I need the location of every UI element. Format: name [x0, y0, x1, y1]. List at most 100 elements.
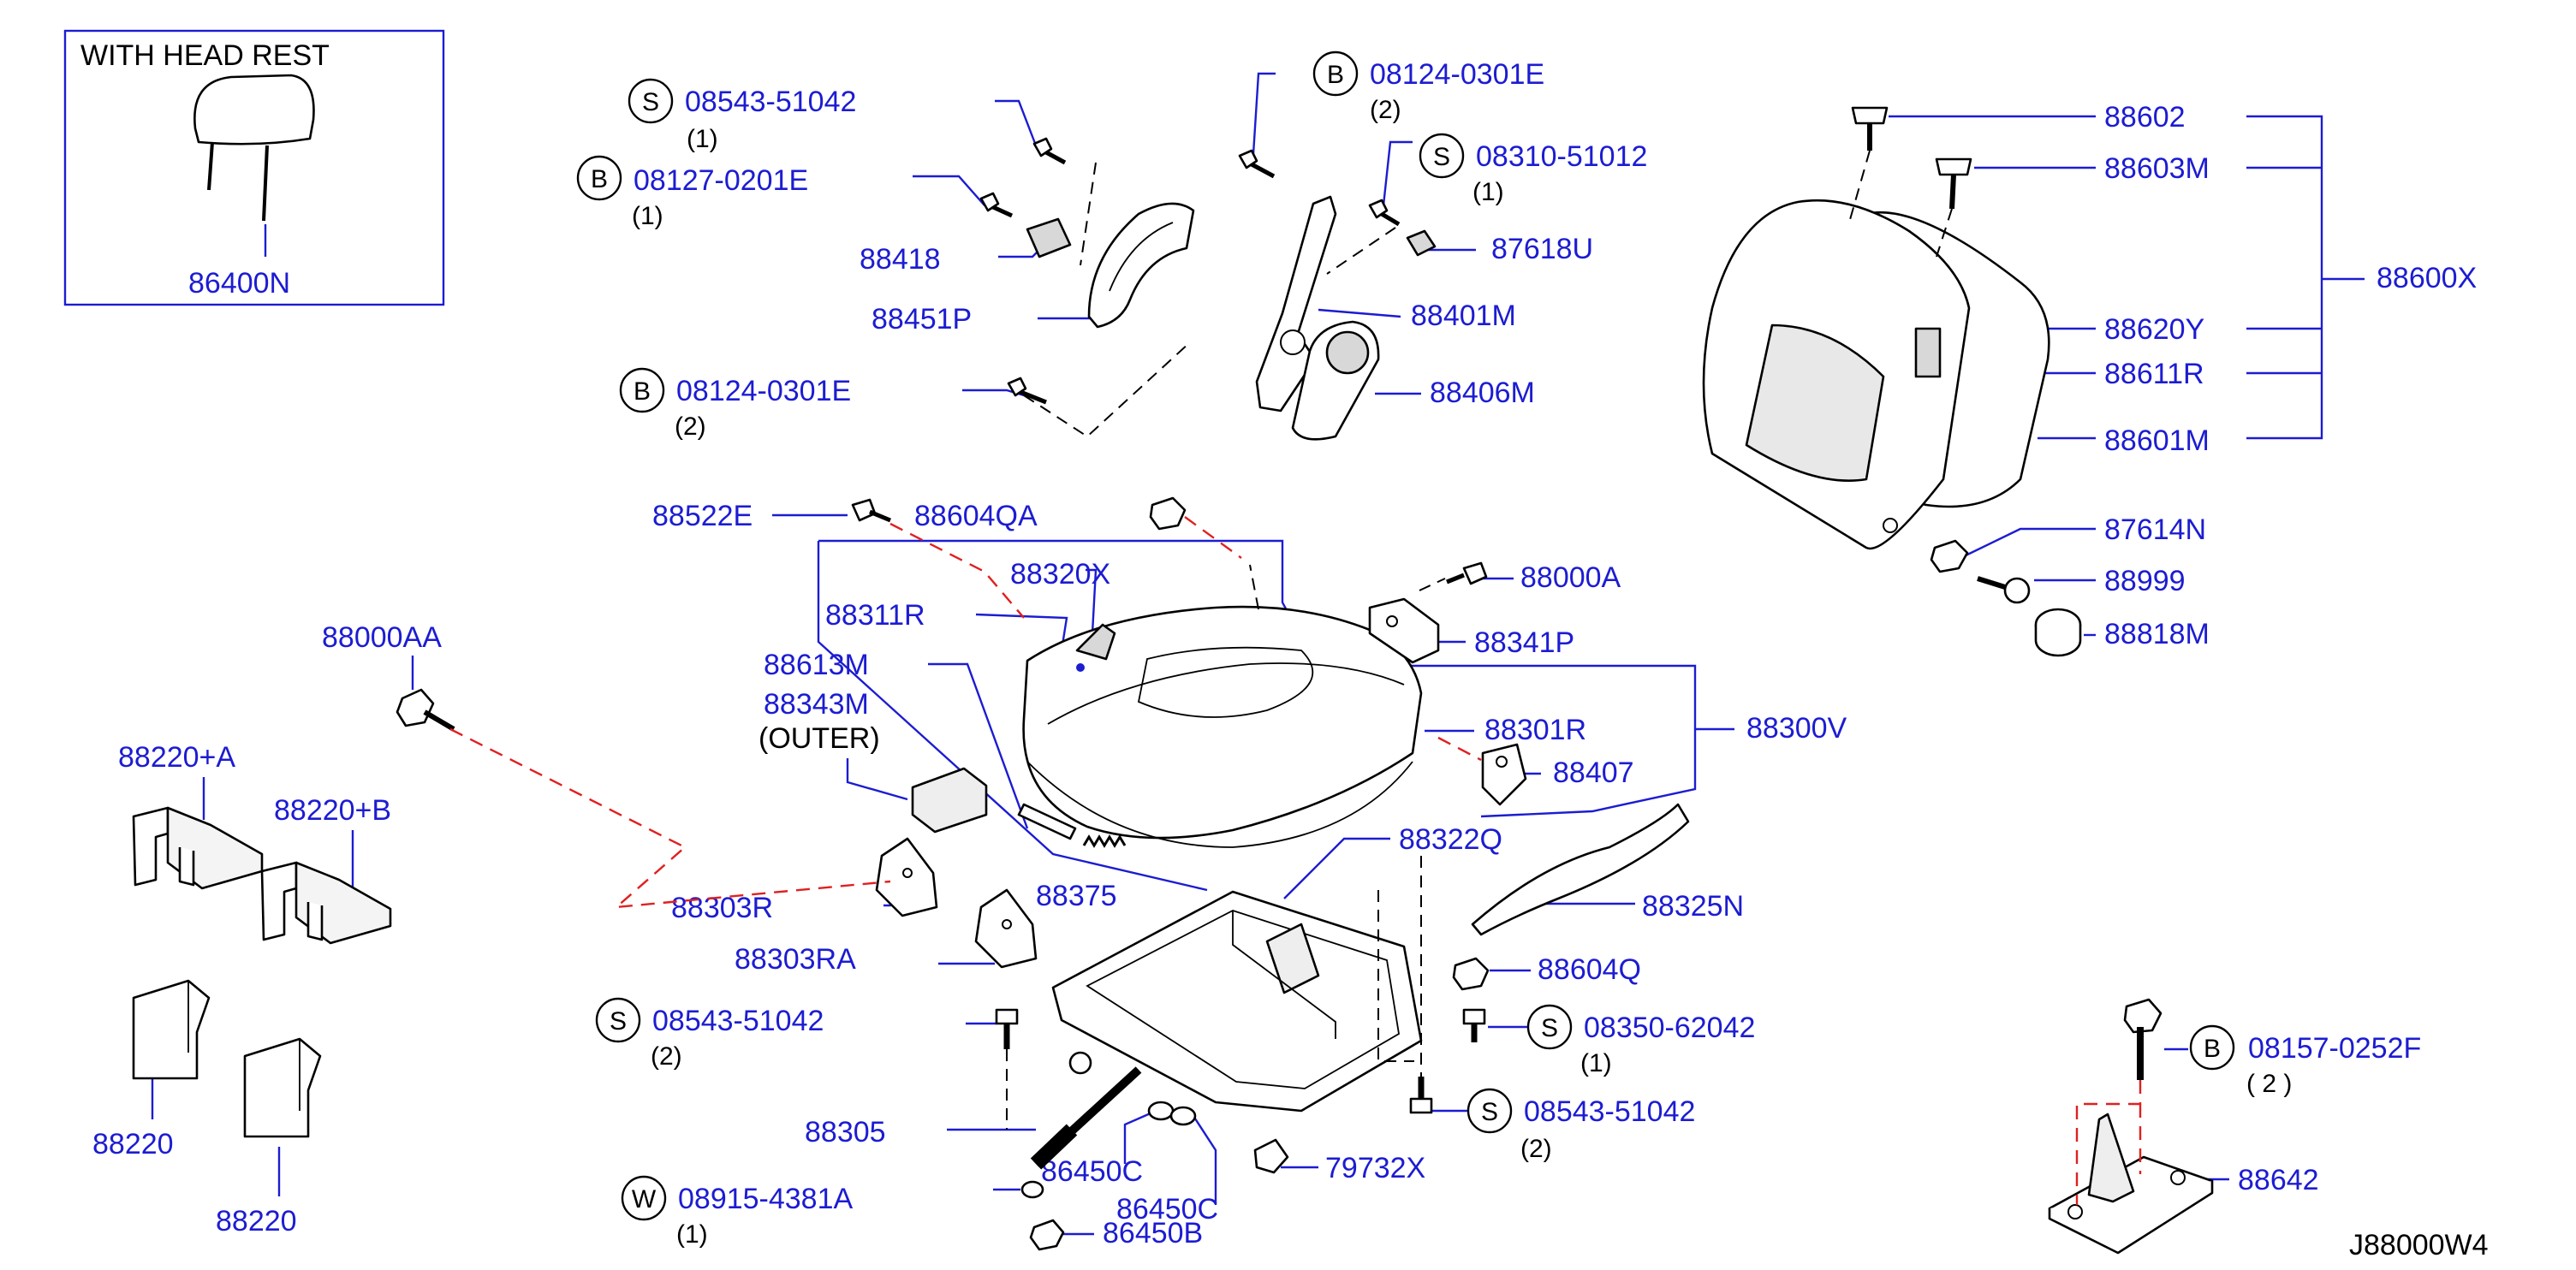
part-88220-left: 88220: [92, 1128, 174, 1160]
part-88418: 88418: [860, 243, 941, 276]
part-88999: 88999: [2104, 565, 2186, 597]
bracket-88220b-icon: [260, 861, 392, 945]
svg-text:( 2 ): ( 2 ): [2246, 1070, 2292, 1098]
side-brackets-group: 88220+A 88220+B 88220 88220: [92, 741, 392, 1237]
part-86450b: 86450B: [1103, 1217, 1203, 1249]
svg-text:(2): (2): [675, 412, 706, 441]
svg-text:S: S: [1541, 1014, 1558, 1042]
part-88611r: 88611R: [2104, 358, 2204, 390]
callout-s1: [628, 78, 674, 124]
part-08915-4381a: 08915-4381A: [678, 1183, 854, 1215]
part-88401m: 88401M: [1411, 300, 1516, 332]
part-88604qa: 88604QA: [914, 500, 1038, 532]
svg-text:S: S: [1433, 143, 1450, 171]
part-88000aa: 88000AA: [322, 621, 442, 654]
recliner-88401m-icon: [1255, 195, 1337, 412]
svg-text:(1): (1): [632, 202, 663, 230]
part-88322q: 88322Q: [1399, 823, 1502, 856]
svg-text:(2): (2): [1520, 1135, 1552, 1163]
part-08127-0201e: 08127-0201E: [634, 164, 808, 197]
cap-88818m-icon: [2034, 608, 2082, 657]
part-88303r: 88303R: [671, 892, 773, 924]
part-08543-51042-bot: 08543-51042: [1524, 1095, 1695, 1128]
bolt-88602-icon: [1851, 106, 1889, 151]
bolt-icon: [979, 192, 1014, 218]
bolt-88999-icon: [1977, 576, 2031, 604]
bolt-icon: [1368, 199, 1401, 227]
part-88406m: 88406M: [1430, 377, 1535, 409]
part-88522e: 88522E: [652, 500, 753, 532]
part-88818m: 88818M: [2104, 618, 2210, 650]
spring-88375-icon: [1082, 834, 1127, 848]
part-88604q: 88604Q: [1538, 953, 1641, 986]
cap-87618u-icon: [1406, 229, 1437, 257]
part-88305: 88305: [805, 1116, 886, 1148]
part-88602: 88602: [2104, 101, 2186, 134]
latch-base-group: B 08157-0252F ( 2 ) 88642 J88000W4: [2048, 998, 2489, 1261]
part-88220b: 88220+B: [274, 794, 391, 827]
gas-strut-88305-icon: [1030, 1051, 1142, 1170]
part-88620y: 88620Y: [2104, 313, 2204, 346]
svg-text:(2): (2): [651, 1042, 682, 1071]
bracket-88303ra-icon: [974, 888, 1038, 969]
rod-icon: [1017, 803, 1077, 840]
part-88642: 88642: [2238, 1164, 2319, 1196]
part-88451p: 88451P: [872, 303, 972, 335]
bolt-icon: [1032, 137, 1067, 165]
outer-note: (OUTER): [759, 722, 880, 755]
cover-88220-left-icon: [132, 979, 211, 1080]
part-88603m: 88603M: [2104, 152, 2210, 185]
nut-87614n-icon: [1930, 539, 1969, 573]
part-88303ra: 88303RA: [735, 943, 856, 976]
part-87614n: 87614N: [2104, 513, 2206, 546]
part-88325n: 88325N: [1642, 890, 1744, 923]
seatback-group: 88602 88603M 88600X 88620Y 88611R 88601M…: [1702, 101, 2477, 657]
cushion-88301r-icon: [1022, 605, 1423, 848]
svg-text:B: B: [1327, 61, 1344, 89]
bolt-08157-icon: [2123, 998, 2163, 1080]
part-88600x: 88600X: [2377, 262, 2477, 294]
cover-88343m-icon: [911, 767, 988, 834]
part-88301r: 88301R: [1484, 714, 1586, 746]
seatback-88601m-icon: [1702, 199, 2050, 550]
part-87618u: 87618U: [1491, 233, 1593, 265]
part-88320x: 88320X: [1010, 558, 1110, 590]
base-88642-icon: [2048, 1113, 2214, 1255]
svg-text:B: B: [591, 165, 608, 193]
diagram-code: J88000W4: [2349, 1229, 2489, 1261]
bolt-icon: [1238, 149, 1276, 179]
washer-w-icon: [1020, 1180, 1044, 1199]
recliner-cover-88406m-icon: [1291, 320, 1380, 441]
seat-base-group: 88322Q 88375 88303R 88325N 88303RA 88604…: [396, 688, 1755, 1251]
bolt-88603m-icon: [1935, 157, 1972, 210]
part-86450c-2: 86450C: [1116, 1193, 1218, 1225]
part-88220a: 88220+A: [118, 741, 235, 774]
svg-text:S: S: [1481, 1098, 1498, 1126]
part-08124-0301e-left: 08124-0301E: [676, 375, 851, 407]
bracket-88341p-icon: [1368, 597, 1440, 664]
recliner-cover-88451p-icon: [1087, 202, 1195, 329]
nut-88604qa-icon: [1149, 496, 1187, 531]
plate-88407-icon: [1481, 743, 1527, 806]
recliner-group: S 08543-51042 (1) B 08127-0201E (1) 8841…: [576, 50, 1647, 441]
svg-text:(2): (2): [1370, 96, 1401, 124]
svg-text:S: S: [610, 1007, 627, 1036]
part-08350-62042: 08350-62042: [1584, 1012, 1755, 1044]
washer-86450c-2-icon: [1169, 1106, 1197, 1126]
bolt-icon: [1462, 1008, 1486, 1042]
part-08157-0252f: 08157-0252F: [2248, 1032, 2421, 1065]
seat-frame-88322q-icon: [1051, 890, 1423, 1113]
bolt-88000a-icon: [1446, 561, 1488, 585]
part-08543-51042-top: 08543-51042: [685, 86, 856, 118]
part-88407: 88407: [1553, 757, 1634, 789]
part-08310-51012: 08310-51012: [1476, 140, 1647, 173]
part-88343m: 88343M: [764, 688, 869, 721]
nut-86450b-icon: [1029, 1219, 1065, 1251]
svg-text:(1): (1): [1580, 1049, 1612, 1077]
callout-s4: [1526, 1004, 1573, 1050]
washer-86450c-1-icon: [1147, 1101, 1175, 1121]
bracket-88303r-icon: [875, 837, 938, 917]
svg-text:W: W: [632, 1185, 657, 1214]
bolt-icon: [995, 1008, 1019, 1049]
svg-text:(1): (1): [1472, 178, 1504, 206]
